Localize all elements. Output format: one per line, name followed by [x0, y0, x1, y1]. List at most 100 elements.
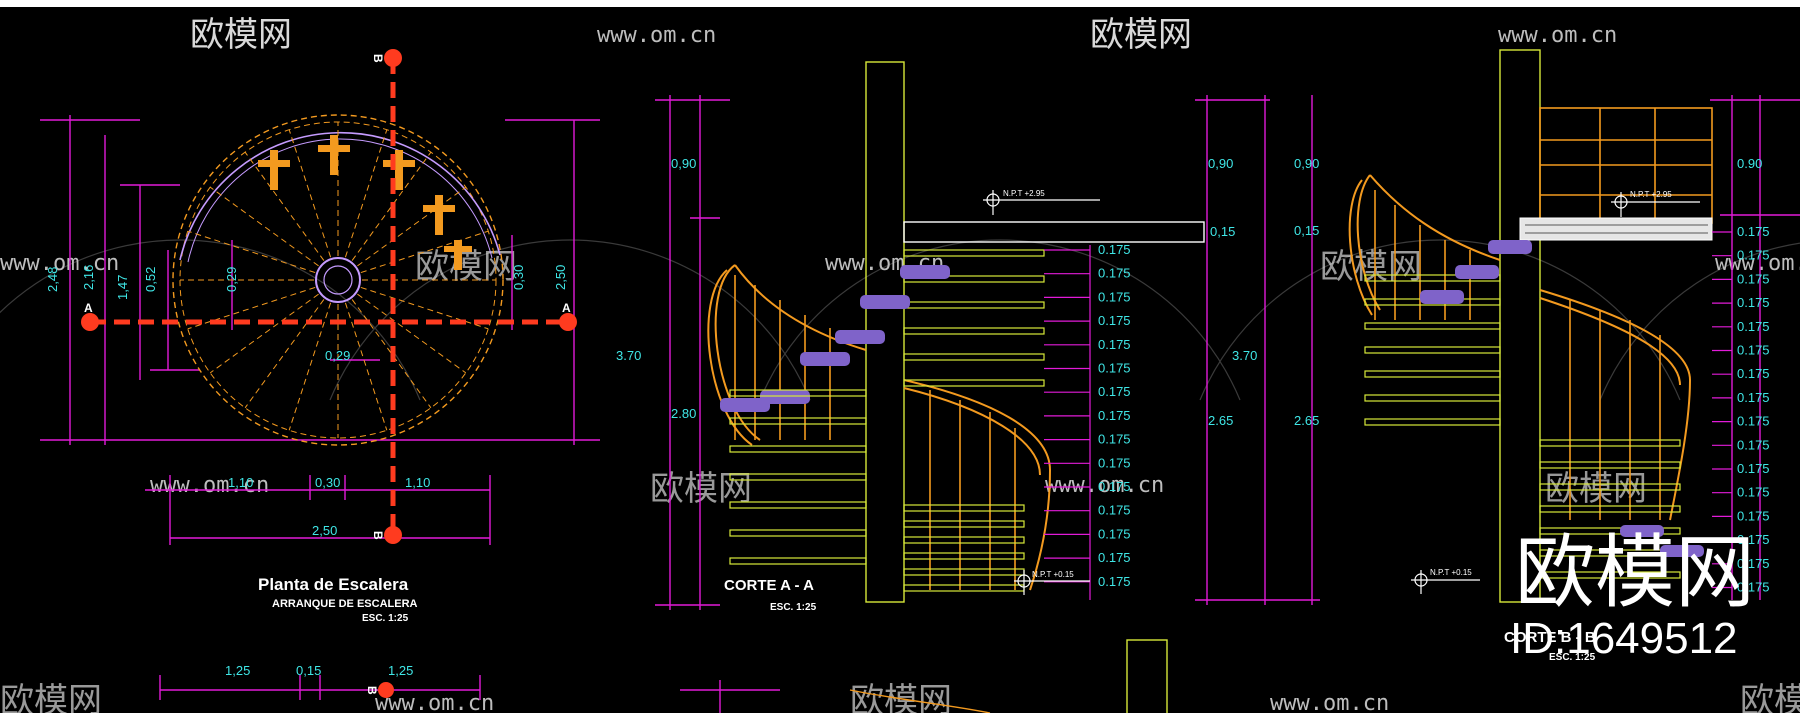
- rise-label: 0.175: [1098, 266, 1131, 281]
- tread-pad: [800, 352, 850, 366]
- dim-029: 0,29: [224, 267, 239, 292]
- section-b: N.P.T +2.95 N.P.T +0.15 0,90 0,90 0,15 3…: [1195, 49, 1800, 663]
- watermark-brand: 欧模网: [1320, 247, 1422, 287]
- tread: [1539, 571, 1681, 579]
- tread-radial-line: [209, 186, 319, 267]
- watermark-brand: 欧模网: [0, 681, 102, 713]
- dim-125-right: 1,25: [388, 663, 413, 678]
- section-a-dim-280: 2.80: [671, 406, 696, 421]
- tread-radial-line: [288, 302, 332, 431]
- section-b-upper-railing: [1539, 107, 1713, 224]
- tread: [1364, 418, 1501, 426]
- rise-label: 0.175: [1737, 248, 1770, 263]
- section-markers: [81, 49, 577, 698]
- section-mark-a-right: A: [562, 301, 571, 315]
- tread: [903, 379, 1045, 387]
- rise-label: 0.175: [1737, 532, 1770, 547]
- tread-radial-line: [351, 151, 432, 261]
- plan-scale: ESC. 1:25: [362, 613, 409, 624]
- section-b-rise-ticks: [1712, 231, 1732, 589]
- section-a-dim-370: 3.70: [616, 348, 641, 363]
- rise-label: 0.175: [1098, 337, 1131, 352]
- dim-030: 0,30: [511, 265, 526, 290]
- section-a-dim-090: 0,90: [671, 156, 696, 171]
- tread-radial-line: [244, 299, 325, 409]
- tread: [729, 557, 867, 565]
- section-a-title: CORTE A - A: [724, 577, 814, 594]
- rise-label: 0.175: [1737, 414, 1770, 429]
- rise-label: 0.175: [1737, 390, 1770, 405]
- tread-pad: [1488, 240, 1532, 254]
- tread: [729, 473, 867, 481]
- section-a-levels: [983, 190, 1100, 595]
- tread: [903, 327, 1045, 335]
- rise-label: 0.175: [1098, 408, 1131, 423]
- rise-label: 0.175: [1098, 550, 1131, 565]
- rise-label: 0.175: [1737, 461, 1770, 476]
- watermark-brand: 欧模网: [1545, 469, 1647, 509]
- tread-pad: [1660, 545, 1704, 557]
- rise-label: 0.175: [1737, 343, 1770, 358]
- rise-label: 0.175: [1098, 384, 1131, 399]
- plan-dimension-lines: [40, 115, 600, 700]
- tread-pad: [900, 265, 950, 279]
- tread: [1364, 322, 1501, 330]
- dim-030-horizontal: 0,30: [315, 475, 340, 490]
- dim-125-left: 1,25: [225, 663, 250, 678]
- section-a-slab: [903, 221, 1205, 243]
- watermark-brand: 欧模网: [650, 469, 752, 509]
- tread: [1539, 527, 1681, 535]
- section-b-levels: [1411, 192, 1700, 594]
- section-a-scale: ESC. 1:25: [770, 602, 817, 613]
- rise-label: 0.175: [1098, 526, 1131, 541]
- section-mark-b-top: B: [371, 54, 385, 63]
- section-b-dim-090-c: 0.90: [1737, 156, 1762, 171]
- tread: [903, 536, 1025, 544]
- rise-label: 0.175: [1098, 574, 1131, 589]
- tread: [1364, 346, 1501, 354]
- tread: [729, 389, 867, 397]
- section-b-dim-090-a: 0,90: [1208, 156, 1233, 171]
- tread: [903, 552, 1025, 560]
- rise-label: 0.175: [1737, 295, 1770, 310]
- section-a-balusters: [734, 275, 1016, 590]
- section-a-level-top: N.P.T +2.95: [1003, 189, 1045, 198]
- section-b-rise-labels: 0.175 0.175 0.175 0.175 0.175 0.175 0.175 0.175…: [1737, 224, 1770, 595]
- plan-subtitle: ARRANQUE DE ESCALERA: [272, 598, 418, 610]
- section-b-slab-hatch: [1525, 224, 1708, 234]
- section-mark-a-left: A: [84, 301, 93, 315]
- dim-250-vertical: 2,50: [553, 265, 568, 290]
- watermark-brand: 欧模网: [415, 247, 517, 287]
- section-a-rise-ticks: [1044, 245, 1091, 600]
- rise-label: 0.175: [1737, 508, 1770, 523]
- tread-radial-line: [288, 129, 332, 258]
- top-border: [0, 0, 1800, 7]
- tread: [903, 504, 1025, 512]
- dim-015: 0,15: [296, 663, 321, 678]
- rise-label: 0.175: [1098, 289, 1131, 304]
- rise-label: 0.175: [1098, 455, 1131, 470]
- section-b-dim-370: 3.70: [1232, 348, 1257, 363]
- rise-label: 0.175: [1737, 319, 1770, 334]
- watermark-url: www.om.cn: [375, 691, 494, 713]
- section-b-dim-265-b: 2.65: [1294, 413, 1319, 428]
- tread-radial-line: [351, 299, 432, 409]
- tread: [903, 353, 1045, 361]
- watermark-brand: 欧模网: [850, 681, 952, 713]
- rise-label: 0.175: [1737, 224, 1770, 239]
- rise-label: 0.175: [1737, 556, 1770, 571]
- tread: [1539, 483, 1681, 491]
- tread-pad: [720, 398, 770, 412]
- tread-radial-line: [360, 230, 489, 274]
- tread-radial-line: [344, 302, 388, 431]
- dim-250-horizontal: 2,50: [312, 523, 337, 538]
- tread-pad: [760, 390, 810, 404]
- dim-216: 2,16: [81, 265, 96, 290]
- tread: [903, 275, 1045, 283]
- spiral-plan: [172, 114, 504, 446]
- rise-label: 0.175: [1098, 432, 1131, 447]
- section-mark-b-bottom: B: [371, 531, 385, 540]
- tread-radial-line: [344, 129, 388, 258]
- section-b-level-bottom: N.P.T +0.15: [1430, 568, 1472, 577]
- section-b-dim-265-a: 2.65: [1208, 413, 1233, 428]
